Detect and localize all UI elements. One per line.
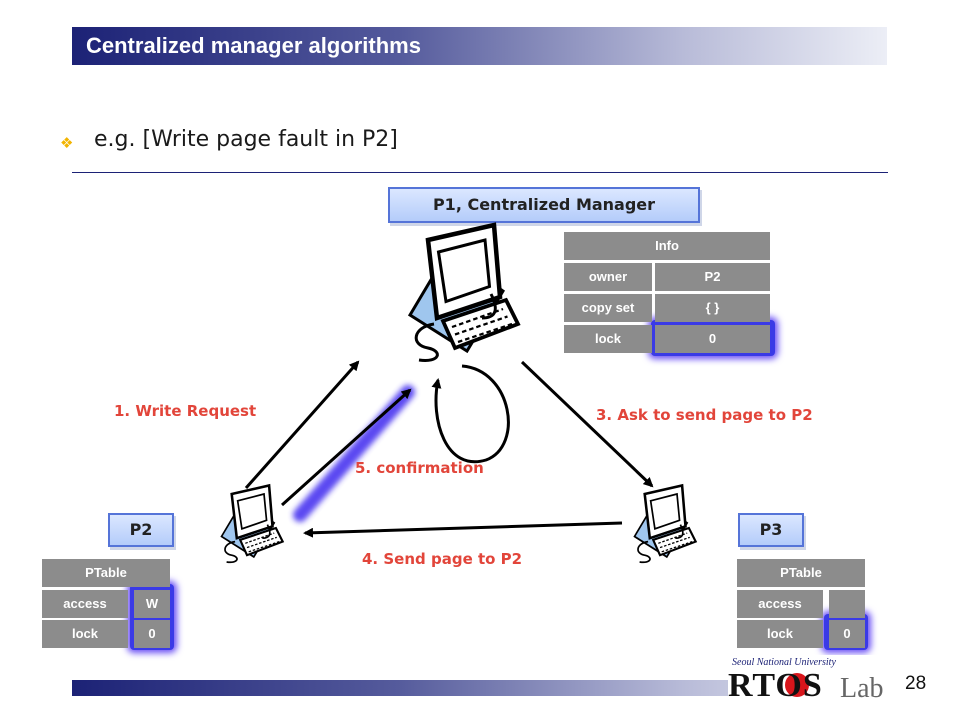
info-key-lock: lock [564, 325, 652, 353]
rtos-lab-logo: Seoul National University RTOS Lab [728, 655, 888, 705]
step-confirmation: 5. confirmation [355, 459, 484, 477]
diamond-bullet-icon: ❖ [60, 134, 74, 152]
p2-label: P2 [108, 513, 174, 547]
write-request-arrow [244, 360, 360, 489]
info-header: Info [564, 232, 770, 260]
title-bar: Centralized manager algorithms [72, 27, 887, 65]
slide-subtitle: e.g. [Write page fault in P2] [94, 127, 398, 152]
confirmation-arrow [280, 388, 412, 507]
p2-ptable-key-access: access [42, 590, 128, 618]
step-send-page: 4. Send page to P2 [362, 550, 523, 568]
info-value-copyset: { } [655, 294, 770, 322]
p2-ptable-value-access: W [134, 590, 170, 618]
subtitle-divider [72, 172, 888, 173]
p3-ptable-header: PTable [737, 559, 865, 587]
self-loop-arrow [431, 364, 510, 464]
p2-ptable-value-lock: 0 [134, 620, 170, 648]
computer-icon [410, 225, 518, 360]
footer-bar [72, 680, 887, 696]
ask-send-page-arrow [520, 360, 654, 488]
step-write-request: 1. Write Request [114, 402, 257, 420]
p3-label-text: P3 [759, 520, 783, 539]
p3-ptable-key-lock: lock [737, 620, 823, 648]
p3-label: P3 [738, 513, 804, 547]
logo-dot-icon [785, 673, 809, 697]
p3-ptable-value-access [829, 590, 865, 618]
info-value-owner: P2 [655, 263, 770, 291]
info-value-lock: 0 [655, 325, 770, 353]
p2-ptable-header: PTable [42, 559, 170, 587]
info-key-owner: owner [564, 263, 652, 291]
logo-lab-name: RTOS [728, 667, 823, 704]
manager-label: P1, Centralized Manager [388, 187, 700, 223]
computer-icon [220, 484, 284, 564]
p2-ptable-key-lock: lock [42, 620, 128, 648]
p3-ptable-key-access: access [737, 590, 823, 618]
slide-title: Centralized manager algorithms [86, 33, 421, 58]
step-ask-send-page: 3. Ask to send page to P2 [596, 406, 813, 424]
info-key-copyset: copy set [564, 294, 652, 322]
manager-label-text: P1, Centralized Manager [432, 195, 656, 214]
send-page-arrow [303, 521, 623, 538]
logo-university: Seoul National University [732, 657, 836, 668]
p2-label-text: P2 [129, 520, 153, 539]
p3-ptable-value-lock: 0 [829, 620, 865, 648]
computer-icon [633, 484, 697, 564]
logo-lab-suffix: Lab [840, 673, 884, 704]
page-number: 28 [905, 673, 927, 694]
confirmation-arrow-glow [293, 385, 415, 522]
